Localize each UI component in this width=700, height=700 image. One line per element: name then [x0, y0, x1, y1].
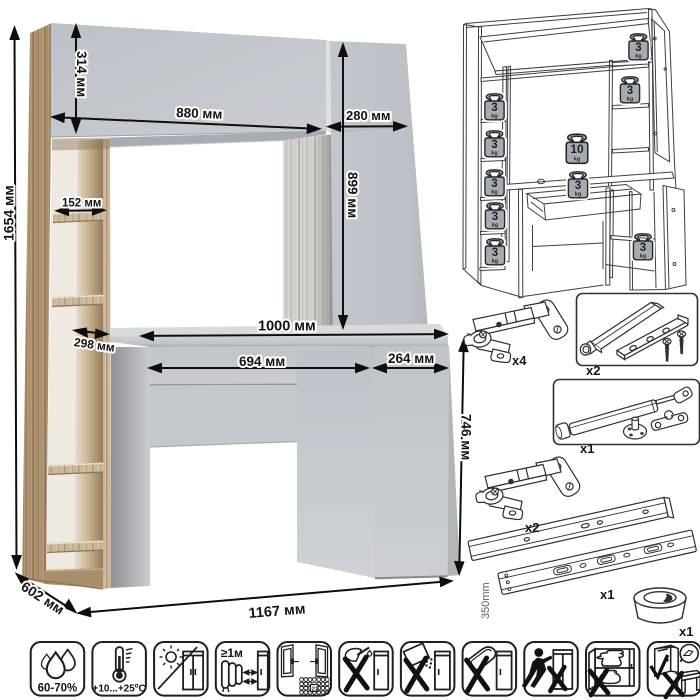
svg-text:x1: x1	[600, 587, 614, 602]
svg-text:x1: x1	[580, 441, 594, 456]
svg-text:x4: x4	[512, 353, 527, 368]
svg-text:+10...+25ºC: +10...+25ºC	[93, 684, 146, 695]
svg-text:152 мм: 152 мм	[62, 198, 101, 210]
svg-text:x1: x1	[679, 624, 693, 639]
svg-text:x2: x2	[586, 363, 600, 378]
svg-text:314 мм: 314 мм	[74, 51, 89, 97]
svg-text:60-70%: 60-70%	[38, 683, 78, 695]
svg-text:746 мм: 746 мм	[459, 414, 474, 460]
svg-text:264 мм: 264 мм	[388, 351, 434, 366]
svg-text:21: 21	[312, 686, 318, 692]
svg-text:880 мм: 880 мм	[176, 105, 223, 122]
svg-text:1654 мм: 1654 мм	[1, 185, 17, 241]
svg-text:≥1м: ≥1м	[221, 646, 243, 660]
svg-text:1000 мм: 1000 мм	[258, 319, 316, 335]
svg-text:1167 мм: 1167 мм	[248, 601, 306, 622]
svg-text:350mm: 350mm	[480, 582, 492, 619]
svg-text:x2: x2	[525, 520, 539, 535]
svg-text:280 мм: 280 мм	[346, 108, 391, 123]
svg-text:899 мм: 899 мм	[345, 172, 360, 218]
svg-text:694 мм: 694 мм	[239, 354, 285, 369]
